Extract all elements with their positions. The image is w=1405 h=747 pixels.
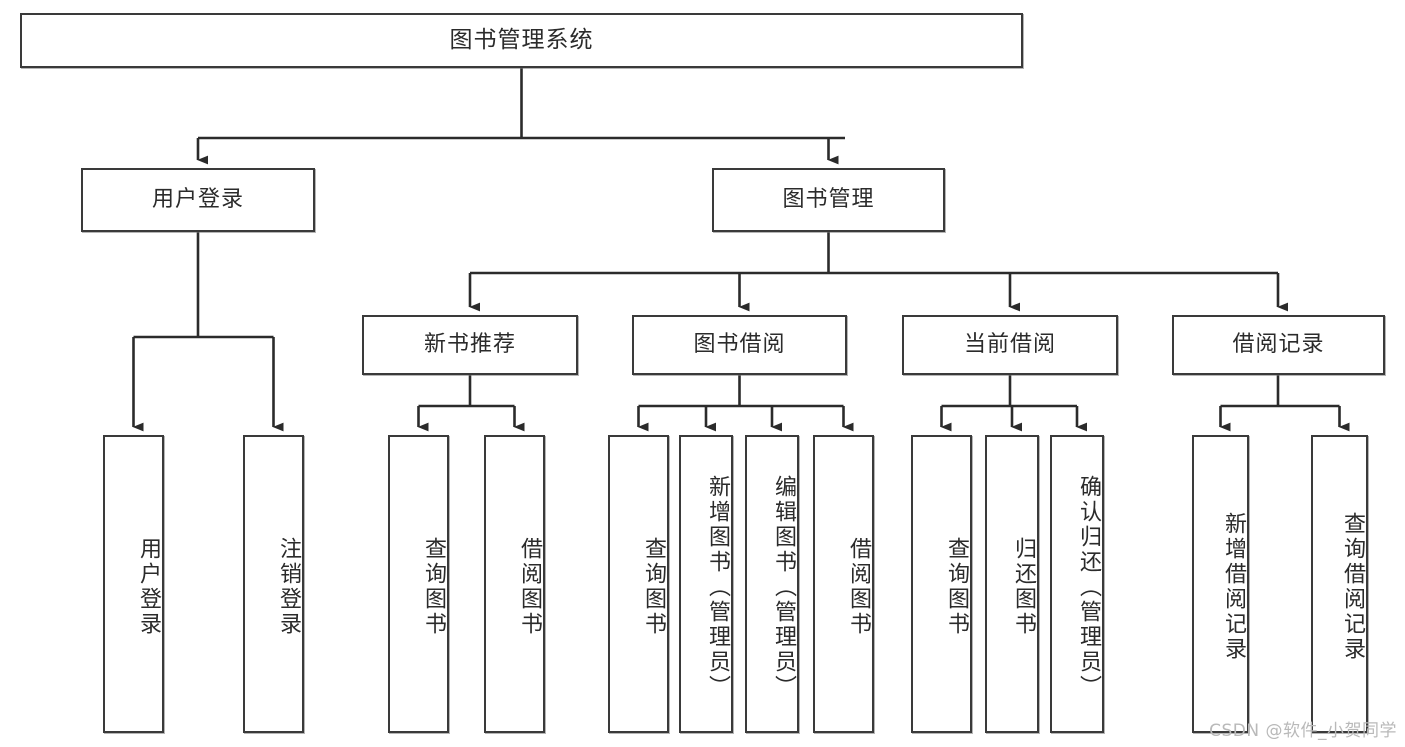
leaf-label: 用户登录: [136, 537, 161, 637]
node-leaf-query-book-current[interactable]: 查询图书: [911, 435, 972, 733]
leaf-label: 注销登录: [276, 537, 301, 637]
watermark: CSDN @软件_小贺同学: [1209, 721, 1397, 741]
node-new-book-recommend[interactable]: 新书推荐: [362, 315, 578, 375]
node-current-borrow[interactable]: 当前借阅: [902, 315, 1118, 375]
node-leaf-query-book-borrow[interactable]: 查询图书: [608, 435, 669, 733]
leaf-label: 查询图书: [944, 537, 969, 637]
node-leaf-edit-book[interactable]: 编辑图书（管理员）: [745, 435, 799, 733]
node-book-manage[interactable]: 图书管理: [712, 168, 945, 232]
node-leaf-add-book[interactable]: 新增图书（管理员）: [679, 435, 733, 733]
node-leaf-query-book-recommend[interactable]: 查询图书: [388, 435, 449, 733]
node-borrow-record[interactable]: 借阅记录: [1172, 315, 1385, 375]
leaf-label: 确认归还（管理员）: [1076, 474, 1101, 700]
node-leaf-user-login[interactable]: 用户登录: [103, 435, 164, 733]
leaf-label: 查询图书: [421, 537, 446, 637]
node-book-borrow[interactable]: 图书借阅: [632, 315, 847, 375]
node-leaf-borrow-book-recommend[interactable]: 借阅图书: [484, 435, 545, 733]
leaf-label: 查询借阅记录: [1340, 512, 1365, 662]
node-leaf-logout[interactable]: 注销登录: [243, 435, 304, 733]
node-leaf-query-record[interactable]: 查询借阅记录: [1311, 435, 1368, 733]
leaf-label: 新增图书（管理员）: [705, 474, 730, 700]
leaf-label: 归还图书: [1011, 537, 1036, 637]
leaf-label: 新增借阅记录: [1221, 512, 1246, 662]
node-root[interactable]: 图书管理系统: [20, 13, 1023, 68]
leaf-label: 查询图书: [641, 537, 666, 637]
node-leaf-add-record[interactable]: 新增借阅记录: [1192, 435, 1249, 733]
node-user-login[interactable]: 用户登录: [81, 168, 315, 232]
node-leaf-confirm-return[interactable]: 确认归还（管理员）: [1050, 435, 1104, 733]
leaf-label: 借阅图书: [517, 537, 542, 637]
node-leaf-borrow-book[interactable]: 借阅图书: [813, 435, 874, 733]
leaf-label: 借阅图书: [846, 537, 871, 637]
node-leaf-return-book[interactable]: 归还图书: [985, 435, 1039, 733]
leaf-label: 编辑图书（管理员）: [771, 474, 796, 700]
